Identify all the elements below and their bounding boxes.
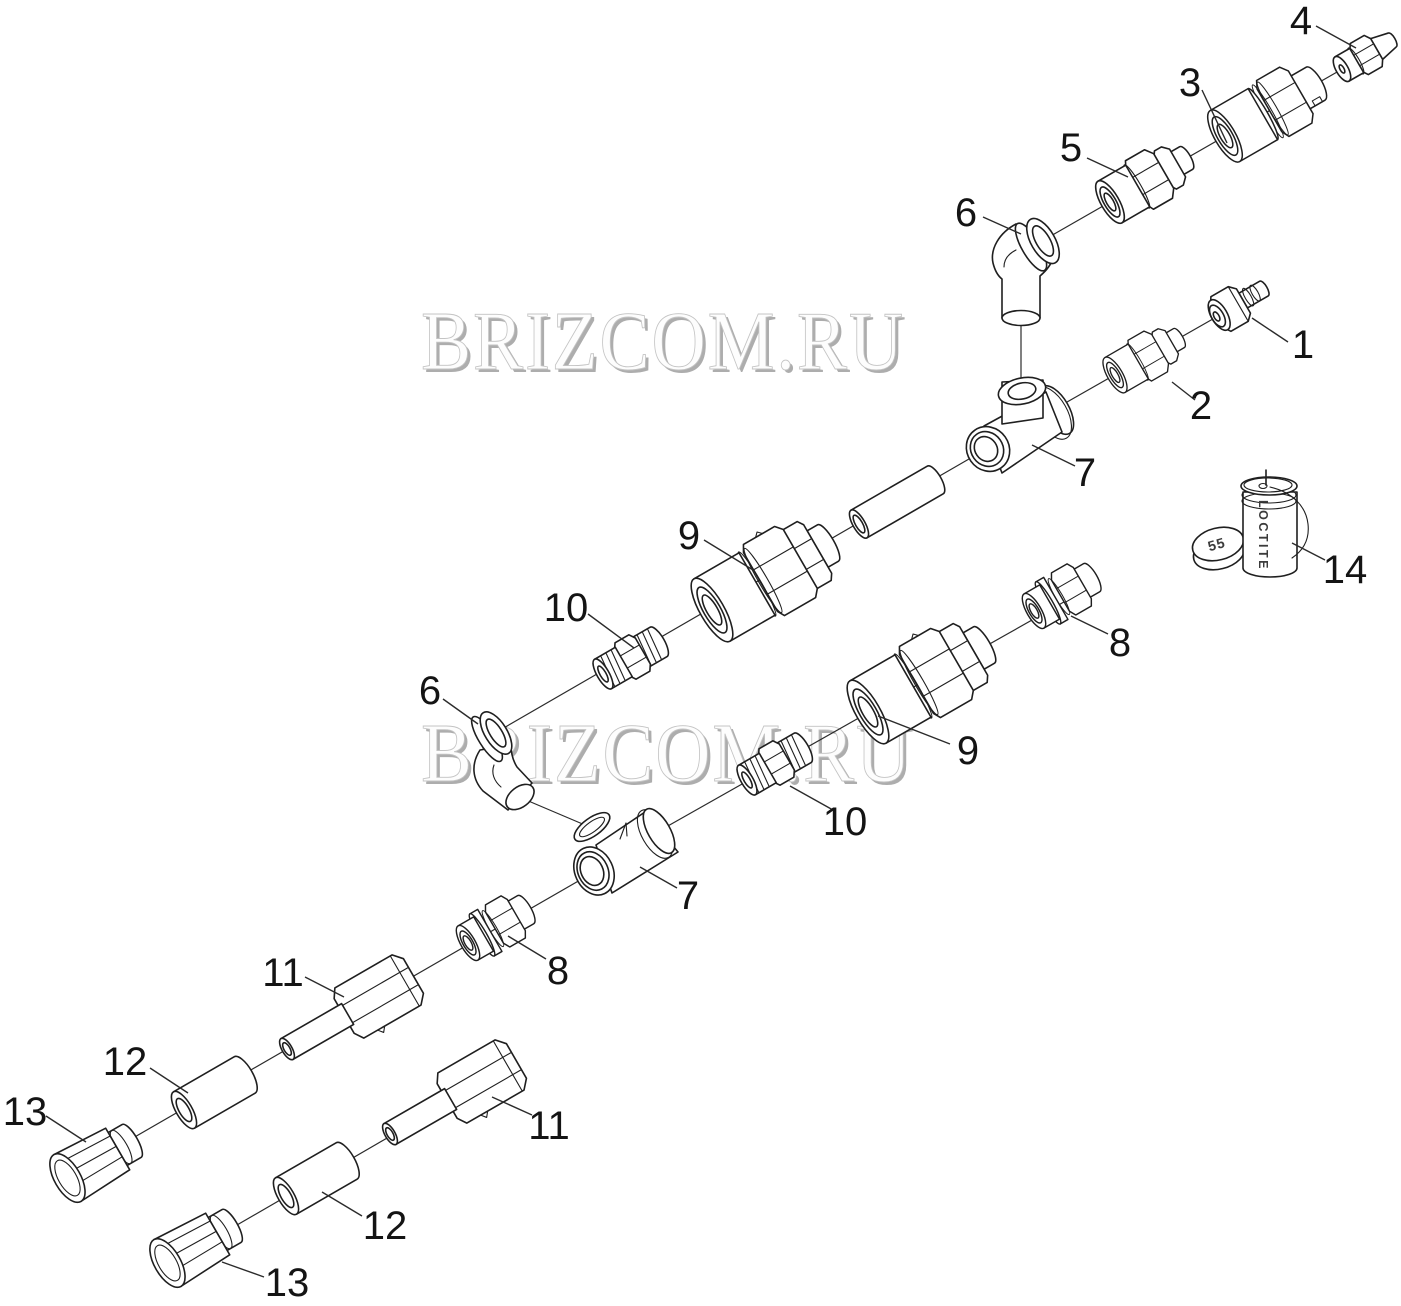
callout-label-7-upper: 7	[1074, 451, 1096, 495]
leader-1	[1251, 317, 1289, 343]
watermark-top-shadow: BRIZCOM.RU	[424, 298, 908, 391]
leader-8-lower	[507, 935, 547, 960]
callout-label-4: 4	[1290, 0, 1312, 43]
leader-7-upper	[1031, 444, 1076, 467]
part-14-loctite-container: 55 LOCTITE	[1191, 469, 1309, 578]
watermark-top-text: BRIZCOM.RU	[421, 295, 905, 388]
leader-12-upper	[149, 1067, 189, 1094]
callout-label-14: 14	[1323, 548, 1368, 592]
leader-lines	[45, 25, 1357, 1278]
callout-label-5: 5	[1060, 126, 1082, 170]
part-2-compression-fitting	[1096, 315, 1195, 400]
leader-13-upper	[45, 1115, 87, 1143]
leader-11-lower	[491, 1096, 533, 1116]
loctite-cap-number: 55	[1206, 534, 1227, 554]
leader-6-lower	[442, 698, 479, 725]
callout-label-8-upper: 8	[1109, 621, 1131, 665]
callout-labels: 1 2 3 4 5 6 7 8 9 10 6 7 8 9 10 11 12 13…	[3, 0, 1368, 1305]
part-6-elbow-lower	[470, 711, 535, 811]
part-11-tube-nut-lower	[370, 1035, 535, 1167]
callout-label-3: 3	[1179, 61, 1201, 105]
leader-8-upper	[1070, 615, 1109, 635]
part-5-compression-fitting	[1087, 130, 1205, 232]
leader-10-upper	[587, 613, 635, 649]
leader-2	[1171, 381, 1196, 401]
callout-label-6-upper: 6	[955, 191, 977, 235]
part-4-plug-fitting	[1327, 22, 1401, 89]
leader-4	[1315, 25, 1357, 49]
callout-label-10-lower: 10	[823, 800, 868, 844]
leader-10-lower	[789, 785, 834, 811]
callout-label-1: 1	[1292, 323, 1314, 367]
callout-label-6-lower: 6	[419, 669, 441, 713]
leader-3	[1201, 89, 1228, 144]
watermark-top: BRIZCOM.RU BRIZCOM.RU	[421, 295, 908, 391]
leader-9-lower	[877, 715, 951, 745]
leader-5	[1086, 157, 1129, 178]
part-10-nipple-upper	[586, 620, 675, 696]
callout-label-13-upper: 13	[3, 1090, 48, 1134]
callout-label-2: 2	[1190, 384, 1212, 428]
part-9-union-upper	[678, 500, 855, 653]
leader-14	[1291, 542, 1326, 561]
callout-label-10-upper: 10	[544, 586, 589, 630]
leader-7-lower	[639, 866, 678, 889]
leader-13-lower	[221, 1261, 265, 1278]
part-13-cap-upper	[41, 1113, 152, 1209]
axis-top-chain	[1041, 51, 1373, 242]
part-12-sleeve-lower	[267, 1138, 365, 1219]
leader-6-upper	[982, 216, 1022, 235]
part-7-tee-lower	[572, 807, 679, 896]
callout-label-11-lower: 11	[528, 1104, 570, 1148]
leader-12-lower	[321, 1191, 363, 1217]
callout-label-9-upper: 9	[678, 514, 700, 558]
leader-9-upper	[703, 539, 754, 571]
loctite-disc: 55	[1191, 526, 1246, 571]
callout-label-9-lower: 9	[957, 729, 979, 773]
loctite-bottle: LOCTITE	[1240, 469, 1309, 578]
callout-label-7-lower: 7	[677, 874, 699, 918]
axis-elbow2-to-tee2	[518, 796, 593, 829]
assembly-axis-lines	[73, 51, 1373, 1259]
callout-label-12-lower: 12	[363, 1204, 408, 1248]
leader-11-upper	[304, 976, 345, 998]
part-8-bulkhead-upper	[1014, 553, 1110, 637]
part-7-tee-upper	[965, 376, 1075, 474]
callout-label-8-lower: 8	[547, 949, 569, 993]
callout-label-13-lower: 13	[265, 1261, 310, 1305]
part-13-cap-lower	[141, 1198, 252, 1294]
loctite-brand-text: LOCTITE	[1256, 500, 1270, 571]
tube-spacer	[845, 462, 950, 542]
part-8-bulkhead-lower	[448, 885, 544, 969]
part-6-elbow-upper	[991, 217, 1061, 327]
callout-label-12-upper: 12	[103, 1040, 148, 1084]
callout-label-11-upper: 11	[262, 951, 304, 995]
part-12-sleeve-upper	[165, 1052, 263, 1133]
